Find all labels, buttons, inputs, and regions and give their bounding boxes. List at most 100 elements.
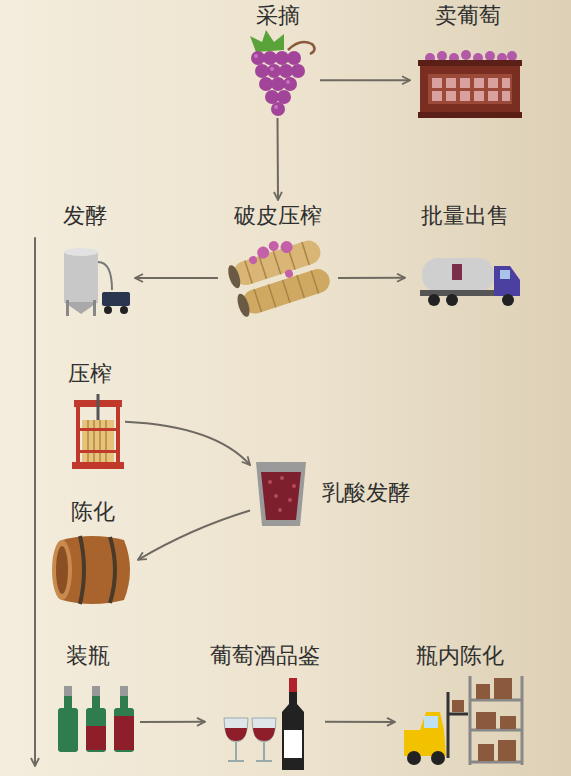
truck-icon-part — [500, 270, 510, 279]
grape-icon-part-part — [254, 54, 258, 58]
crate-icon-part-part — [432, 91, 442, 101]
tank-icon-part — [64, 252, 98, 302]
vat-icon-part-part — [268, 480, 272, 484]
barrel-icon-part-part — [110, 537, 115, 603]
press-icon-part-part — [87, 420, 89, 462]
grape-icon-part-part — [283, 77, 297, 91]
crate-icon-part-part — [488, 78, 498, 88]
barrel-icon-part — [52, 540, 72, 600]
crate-icon-part-part — [446, 91, 456, 101]
grape-icon-part-part — [267, 64, 281, 78]
bottle-row-icon-part — [86, 708, 106, 752]
step-node: 压榨 — [55, 358, 125, 472]
step-node: 卖葡萄 — [410, 0, 525, 118]
grape-icon-part — [250, 30, 284, 52]
roller-icon-part-part — [279, 239, 294, 254]
flow-arrow — [320, 79, 410, 81]
bottle-row-icon-part — [92, 696, 100, 710]
roller-icon-part-part — [311, 271, 318, 294]
crate-icon-part-part — [488, 91, 498, 101]
crate-icon-part-part — [446, 78, 456, 88]
warehouse-icon-part — [424, 716, 438, 728]
grape-icon-part-part — [271, 102, 285, 116]
step-node: 破皮压榨 — [218, 200, 338, 318]
warehouse-icon-part-part — [476, 684, 490, 699]
vat-icon-part-part — [280, 476, 284, 480]
crate-icon — [418, 50, 522, 118]
roller-icon-part — [240, 266, 333, 317]
tasting-icon-part — [228, 760, 244, 762]
roller-icon-part-part — [267, 240, 280, 253]
tasting-icon-part — [225, 728, 247, 741]
bottle-row-icon-part — [64, 696, 72, 710]
crate-icon-part-part — [474, 78, 484, 88]
roller-icon-part-part — [259, 256, 266, 279]
press-icon-part — [88, 420, 106, 462]
vat-icon — [256, 462, 306, 526]
warehouse-icon-part-part — [494, 678, 512, 699]
flow-arrow — [325, 721, 395, 723]
roller-icon-part-part — [273, 251, 280, 274]
step-label: 装瓶 — [35, 642, 140, 670]
roller-icon-part-part — [268, 285, 275, 308]
warehouse-icon-part-part — [469, 676, 472, 765]
step-node: 采摘 — [235, 0, 320, 118]
grape-icon-part-part — [255, 64, 269, 78]
vat-icon-part-part — [288, 498, 292, 502]
step-label: 葡萄酒品鉴 — [205, 642, 325, 670]
crate-icon-part — [420, 62, 520, 117]
grape-icon-part — [254, 54, 290, 109]
flow-arrow — [277, 118, 280, 200]
grape-icon-part-part — [286, 80, 290, 84]
press-icon-part — [80, 428, 116, 431]
press-icon-part — [116, 406, 120, 468]
bottle-row-icon-part — [120, 696, 128, 710]
bottle-row-icon-part — [114, 716, 134, 750]
grape-icon-part-part — [291, 64, 305, 78]
flow-arrow — [34, 237, 36, 766]
flow-arrow — [140, 721, 205, 723]
vat-icon-part-part — [274, 494, 278, 498]
step-label: 批量出售 — [405, 202, 525, 230]
step-label: 采摘 — [235, 2, 320, 30]
roller-icon-part-part — [248, 255, 258, 265]
tasting-icon-part — [235, 742, 237, 760]
vat-icon-part-part — [278, 508, 282, 512]
bottle-row-icon-part — [86, 726, 106, 750]
press-icon-part — [97, 394, 100, 420]
barrel-icon-part — [80, 536, 115, 604]
press-icon — [72, 394, 124, 469]
step-node: 瓶内陈化 — [395, 640, 525, 768]
vat-icon-part — [261, 472, 301, 520]
barrel-icon-part-part — [80, 536, 84, 604]
roller-icon-part-part — [297, 275, 304, 298]
grape-icon-part-part — [275, 51, 289, 65]
tasting-icon-part — [282, 692, 304, 770]
roller-icon-part — [235, 292, 252, 318]
warehouse-icon — [404, 676, 522, 765]
grape-icon-part-part — [287, 51, 301, 65]
step-node: 装瓶 — [35, 640, 140, 766]
step-label: 陈化 — [48, 498, 138, 526]
warehouse-icon-part — [470, 676, 522, 765]
flow-arrow — [138, 511, 250, 560]
tank-icon-part — [64, 302, 98, 314]
vat-icon-part — [256, 462, 306, 526]
roller-icon-part-part — [302, 242, 309, 265]
press-icon-part-part — [105, 420, 107, 462]
grape-icon-part-part — [277, 90, 291, 104]
roller-icon-part-part — [256, 245, 271, 260]
crate-icon-part — [418, 60, 522, 66]
tank-icon-part — [104, 306, 112, 314]
grape-icon-part-part — [279, 64, 293, 78]
grape-icon-part — [251, 51, 305, 116]
tasting-icon-part — [252, 718, 276, 742]
roller-icon-part-part — [283, 280, 290, 303]
grape-icon-part-part — [274, 105, 278, 109]
roller-icon-part-part — [284, 269, 294, 279]
warehouse-icon-part-part — [476, 712, 496, 729]
press-icon-part — [82, 420, 114, 462]
crate-icon-part-part — [460, 78, 470, 88]
warehouse-icon-part-part — [521, 676, 524, 765]
